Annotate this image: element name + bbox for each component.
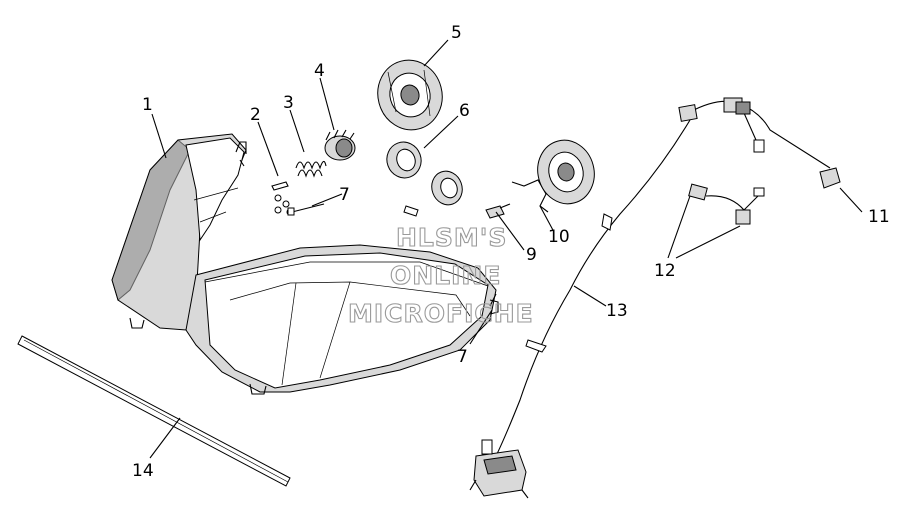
callout-4: 4 (314, 61, 325, 81)
callout-3: 3 (283, 93, 294, 113)
callout-6: 6 (459, 101, 470, 121)
bulb-harness (688, 183, 765, 225)
reflector-ring-lower (537, 139, 595, 205)
watermark-line-3: MICROFICHE (348, 299, 534, 328)
headlight-housing (111, 133, 499, 395)
callout-1: 1 (142, 95, 153, 115)
callout-10: 10 (548, 227, 570, 247)
callout-2: 2 (250, 105, 261, 125)
callout-14: 14 (132, 461, 154, 481)
wiring-harness-wire (494, 119, 691, 459)
watermark-line-1: HLSM'S (396, 223, 507, 252)
reflector-ring-upper (377, 59, 443, 131)
callout-12: 12 (654, 261, 676, 281)
adjuster-knob (324, 129, 356, 161)
callout-13: 13 (606, 301, 628, 321)
connector-harness (678, 97, 841, 189)
watermark-line-2: ONLINE (390, 261, 501, 290)
callout-7-lower: 7 (457, 347, 468, 367)
callout-5: 5 (451, 23, 462, 43)
bulb-socket-rings (386, 141, 463, 206)
spring (295, 160, 327, 178)
connector-block (469, 439, 529, 499)
screw-lower (489, 293, 497, 307)
callout-numbers: 1 2 3 4 5 6 7 9 10 11 12 13 7 14 (132, 23, 890, 481)
small-bulbs (403, 203, 511, 219)
leader-lines (149, 39, 863, 459)
callout-7-upper: 7 (339, 185, 350, 205)
trim-strip (17, 335, 291, 487)
screw-upper (287, 203, 325, 216)
watermark: HLSM'S ONLINE MICROFICHE (347, 222, 534, 328)
callout-11: 11 (868, 207, 890, 227)
callout-9: 9 (526, 245, 537, 265)
